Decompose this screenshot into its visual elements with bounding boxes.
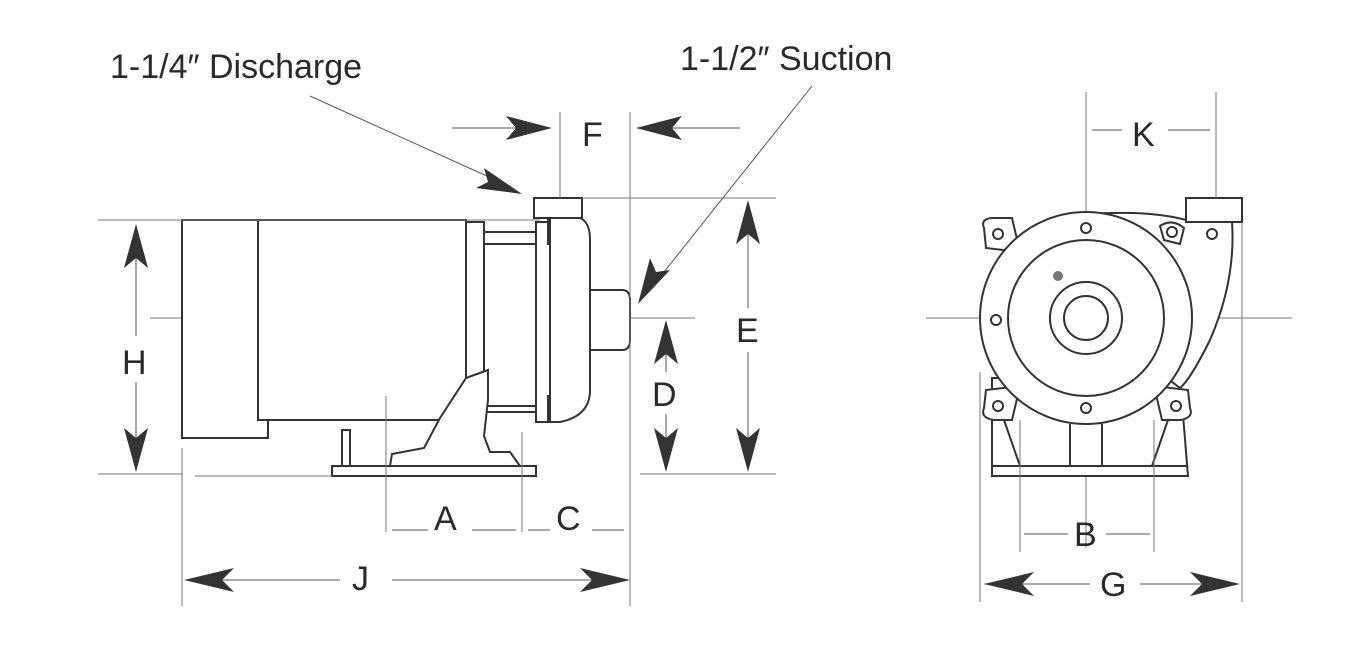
dim-J-label: J — [352, 560, 369, 598]
dim-E-label: E — [736, 312, 759, 350]
base-post — [341, 429, 351, 467]
front-ear-br-hole — [1170, 400, 1182, 412]
dim-F-arrow-right — [506, 116, 552, 140]
front-inner-ring — [1007, 239, 1165, 397]
motor-body — [257, 219, 467, 421]
discharge-leader-arrow — [476, 168, 522, 194]
discharge-nozzle — [533, 197, 583, 219]
front-bolt-left — [990, 314, 1002, 326]
dim-D-arrow-up — [654, 320, 678, 364]
dim-H-label: H — [122, 344, 147, 382]
dim-D-arrow-down — [654, 428, 678, 472]
discharge-leader — [309, 95, 501, 183]
dim-E-arrow-up — [736, 200, 760, 244]
dim-F-label: F — [582, 116, 603, 154]
side-view — [98, 85, 813, 606]
front-discharge-nozzle — [1185, 197, 1243, 223]
suction-callout-label: 1-1/2″ Suction — [680, 40, 892, 78]
adapter-body — [483, 243, 537, 407]
dim-A-label: A — [434, 500, 457, 538]
suction-leader — [655, 85, 813, 283]
front-suction-eye — [1063, 295, 1109, 341]
volute-casing — [549, 217, 591, 423]
dim-H-arrow-up — [124, 224, 148, 268]
front-view — [926, 92, 1292, 602]
dim-B-label: B — [1074, 516, 1097, 554]
front-ear-tr-hole — [1166, 226, 1178, 238]
front-bolt-bottom — [1080, 402, 1092, 414]
dim-K-label: K — [1132, 116, 1155, 154]
front-outer-flange — [979, 211, 1193, 425]
dim-F-arrow-left — [636, 116, 682, 140]
dim-E-arrow-down — [736, 428, 760, 472]
front-suction-ring — [1049, 281, 1123, 355]
dim-H-arrow-down — [124, 428, 148, 472]
front-nozzle-bolt — [1206, 228, 1218, 240]
dim-G-label: G — [1100, 566, 1126, 604]
dim-D-label: D — [652, 376, 677, 414]
motor-end-cap — [181, 219, 269, 439]
base-plate — [331, 465, 537, 477]
dim-C-label: C — [556, 500, 581, 538]
dim-J-arrow-left — [184, 568, 234, 592]
front-stand-ribs — [1003, 419, 1169, 467]
volute-plate — [535, 221, 551, 423]
dim-J-arrow-right — [580, 568, 630, 592]
suction-leader-arrow — [638, 258, 670, 304]
dim-G-arrow-left — [984, 572, 1034, 596]
front-ear-bl-hole — [992, 400, 1004, 412]
front-spot — [1053, 271, 1063, 281]
discharge-callout-label: 1-1/4″ Discharge — [110, 48, 362, 86]
suction-nozzle — [589, 289, 631, 351]
front-ear-tl-hole — [992, 228, 1004, 240]
front-bolt-top — [1080, 222, 1092, 234]
dim-G-arrow-right — [1190, 572, 1240, 596]
